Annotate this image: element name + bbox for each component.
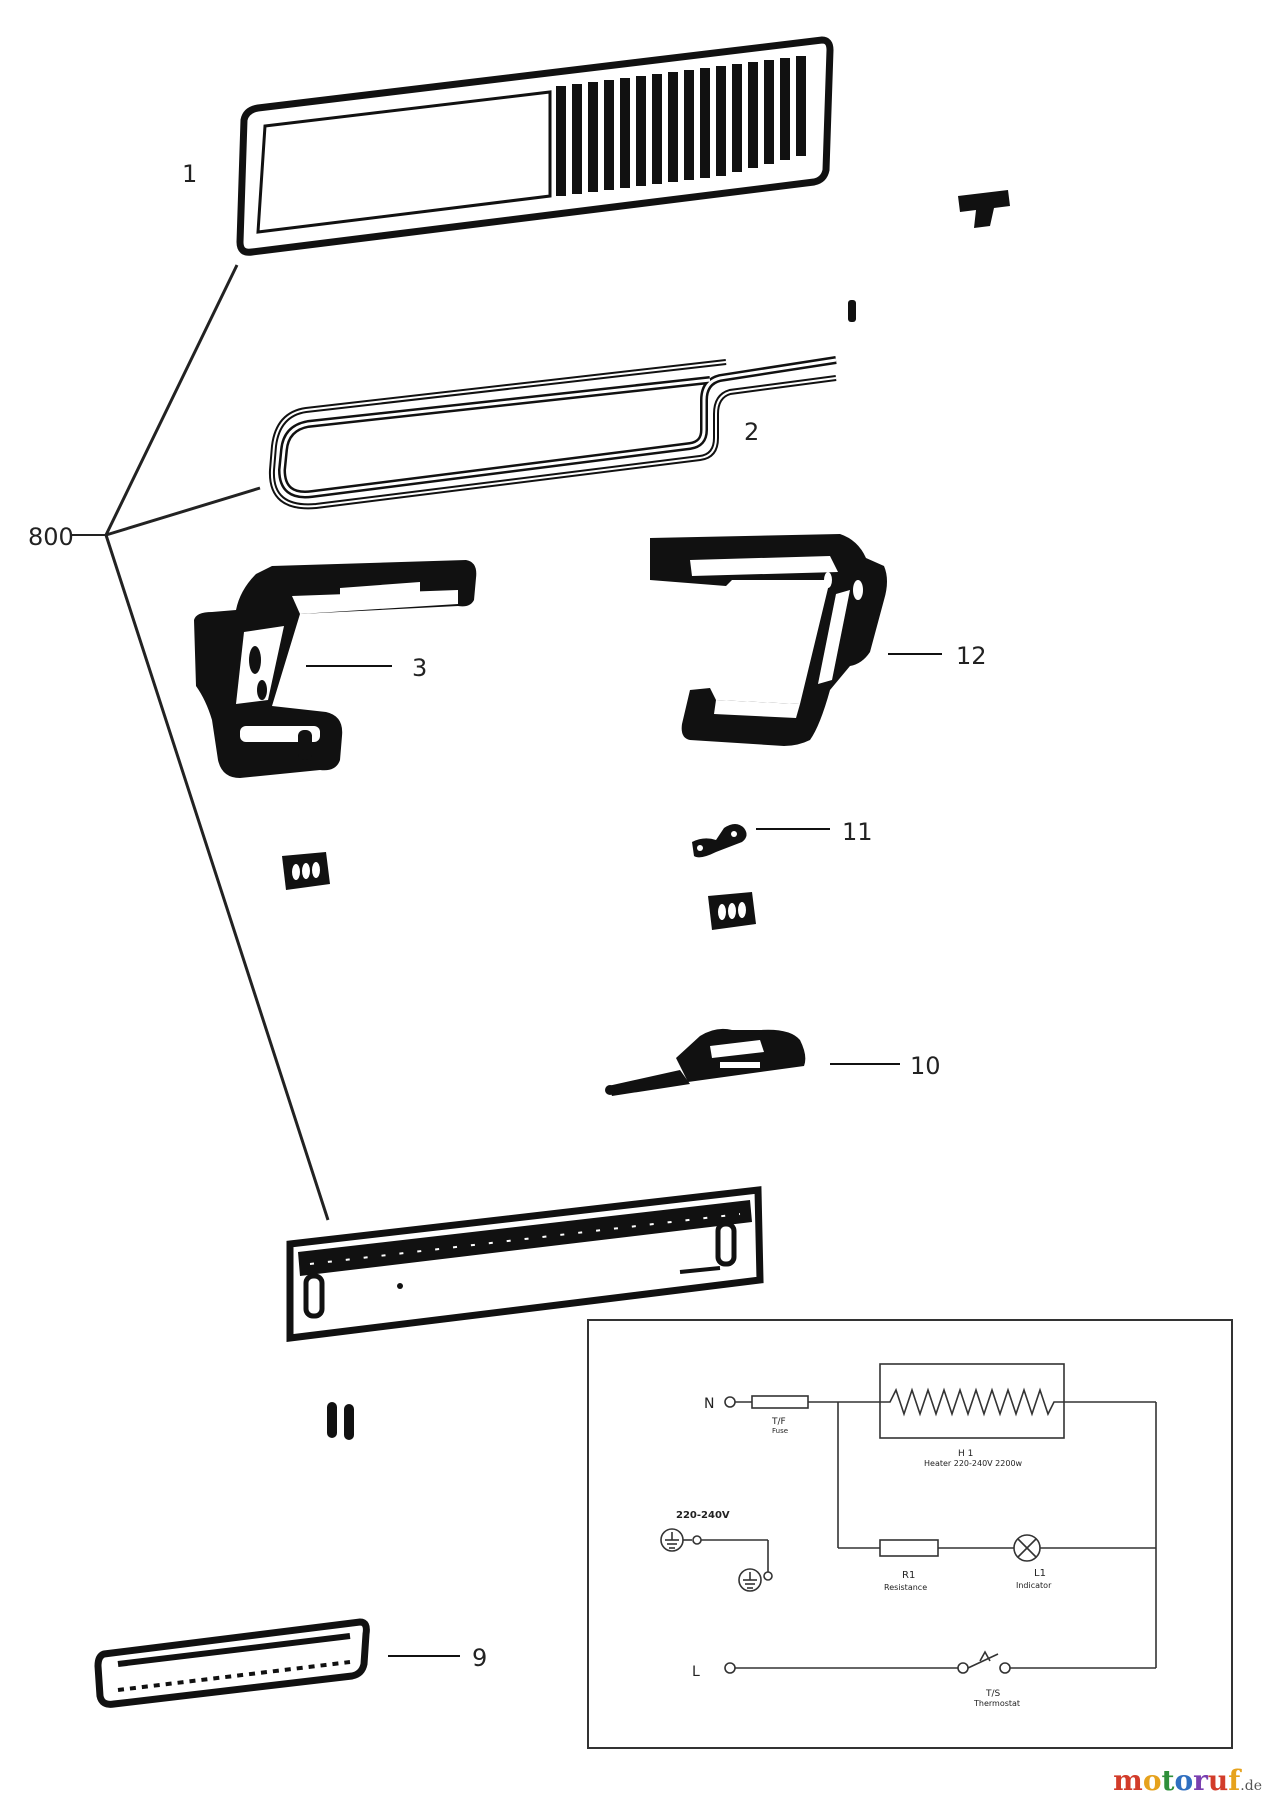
schematic-frame (587, 1319, 1233, 1749)
part-1-grille-panel (236, 36, 834, 256)
callout-2: 2 (744, 418, 759, 446)
small-pin-part (848, 300, 856, 322)
mounting-screws (327, 1402, 354, 1440)
label-voltage: 220-240V (676, 1510, 730, 1521)
part-12-right-bracket (650, 534, 887, 746)
heater-symbol (879, 1363, 1065, 1439)
schematic-wires (660, 1363, 1157, 1674)
label-heater-name: Heater 220-240V 2200w (924, 1459, 1023, 1468)
part-10-thermostat (605, 1028, 806, 1096)
back-rail-bracket (286, 1186, 764, 1342)
part-2-heating-element (268, 356, 837, 510)
callout-800: 800 (28, 523, 74, 551)
resistor-symbol (879, 1539, 939, 1557)
left-spring-clip (282, 852, 330, 890)
label-l1-code: L1 (1034, 1568, 1046, 1579)
label-fuse-name: Fuse (772, 1427, 788, 1435)
grille-slats (556, 56, 806, 196)
callout-10: 10 (910, 1052, 941, 1080)
callout-9: 9 (472, 1644, 487, 1672)
part-11-hook-clip (692, 824, 747, 858)
label-n: N (704, 1396, 714, 1412)
small-clip-part (958, 190, 1010, 228)
label-l: L (692, 1664, 700, 1680)
part-3-left-bracket (194, 560, 477, 778)
part-9-foot-rail (94, 1618, 370, 1708)
wiring-schematic: N L T/F Fuse H 1 Heater 220-240V 2200w 2… (587, 1319, 1233, 1749)
callout-11: 11 (842, 818, 873, 846)
right-spring-clip (708, 892, 756, 930)
label-ts-name: Thermostat (973, 1699, 1020, 1708)
callout-1: 1 (182, 160, 197, 188)
callout-12: 12 (956, 642, 987, 670)
label-r1-code: R1 (902, 1570, 915, 1581)
fuse-symbol (751, 1395, 809, 1409)
label-ts-code: T/S (985, 1689, 1001, 1699)
watermark-text: motoruf.de (1113, 1764, 1262, 1797)
earth-symbol-2 (738, 1568, 762, 1592)
label-heater-code: H 1 (958, 1449, 973, 1459)
motoruf-watermark-logo: motoruf.de (1113, 1764, 1262, 1797)
label-r1-name: Resistance (884, 1583, 927, 1592)
thermostat-switch (967, 1653, 999, 1669)
callout-3: 3 (412, 654, 427, 682)
label-fuse-code: T/F (771, 1417, 786, 1427)
label-l1-name: Indicator (1016, 1581, 1052, 1590)
assembly-leader-lines (72, 264, 330, 1221)
